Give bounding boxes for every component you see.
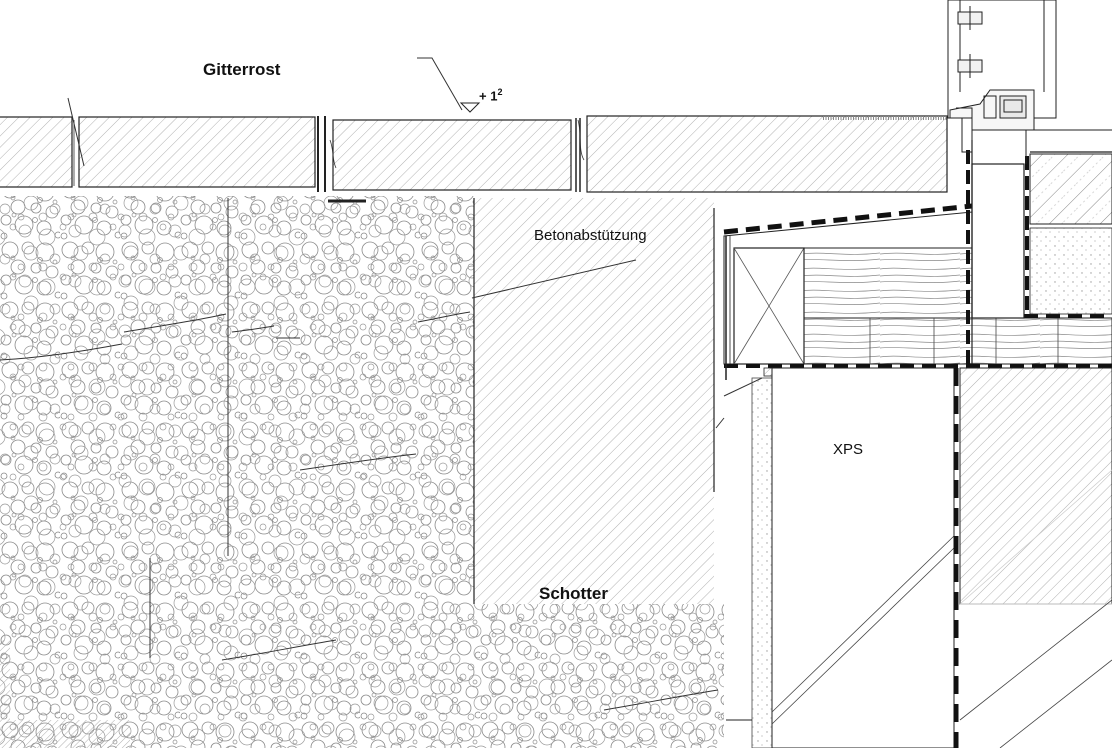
label-gitterrost: Gitterrost <box>203 60 281 79</box>
concrete-support <box>473 198 715 604</box>
label-level-exponent: 2 <box>497 87 503 97</box>
label-betonabstuetzung: Betonabstützung <box>534 227 647 244</box>
gravel-fill <box>0 196 724 748</box>
level-marker <box>459 102 481 113</box>
label-schotter: Schotter <box>539 584 608 603</box>
grating-slabs <box>0 115 948 203</box>
label-xps: XPS <box>833 441 864 458</box>
building-section <box>723 140 1112 748</box>
label-level-value: + 1 <box>479 88 498 104</box>
label-level: + 12 <box>479 87 502 103</box>
slab-anchors <box>73 119 585 186</box>
gravel-lines <box>0 198 719 711</box>
door-profile <box>947 0 1112 164</box>
